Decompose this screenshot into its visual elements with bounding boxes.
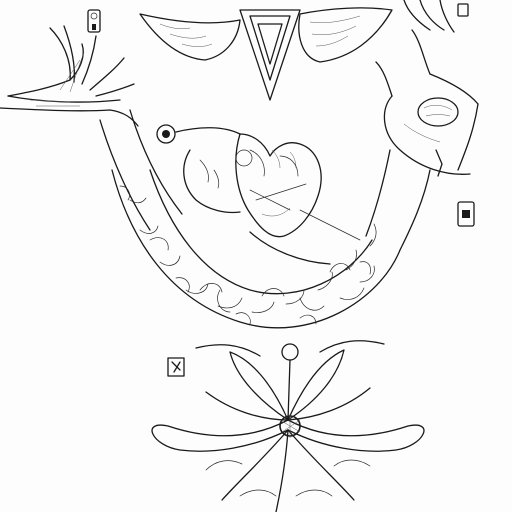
reaching-hand-left xyxy=(0,26,182,230)
top-right-glyph xyxy=(458,4,468,16)
middle-left-glyph xyxy=(168,358,184,376)
open-hand-right xyxy=(366,0,478,250)
ornate-arch xyxy=(112,170,400,328)
lotus-flower xyxy=(152,341,424,512)
right-side-glyph xyxy=(458,202,474,226)
winged-shield xyxy=(140,8,392,100)
top-left-glyph xyxy=(88,10,100,32)
